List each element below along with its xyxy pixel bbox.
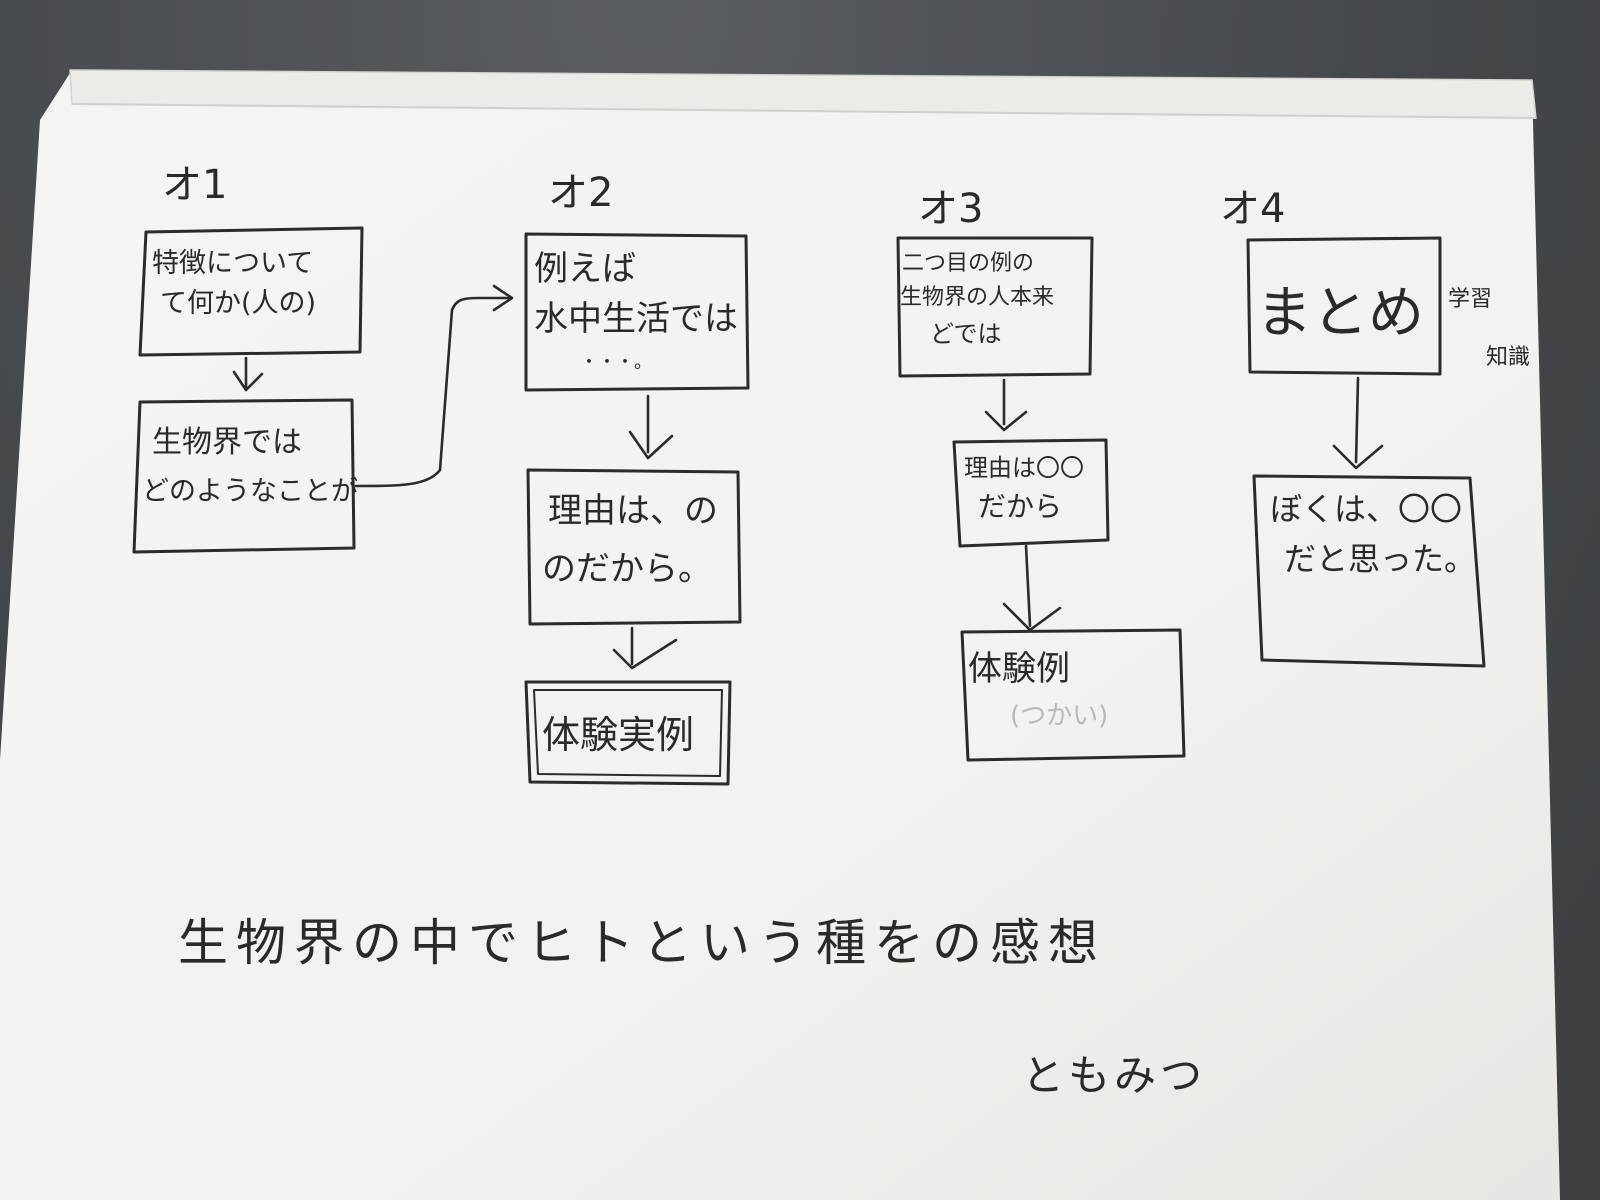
paper-sheet bbox=[0, 70, 1560, 1200]
col4-side-note-line1: 学習 bbox=[1448, 287, 1492, 312]
col3-box1 bbox=[896, 236, 1094, 378]
col2-box3-inner bbox=[533, 689, 723, 777]
col1-box1 bbox=[138, 226, 364, 357]
col2-box1-line3: ・・・。 bbox=[580, 352, 652, 373]
col3-box2 bbox=[952, 438, 1110, 548]
col1-box2-line2: どのようなことが bbox=[142, 476, 358, 507]
col2-box2 bbox=[526, 468, 742, 626]
col3-box3-line1: 体験例 bbox=[968, 649, 1070, 689]
col1-to-col2-arrow bbox=[354, 284, 514, 488]
col2-box2-text: 理由は、の のだから。 bbox=[542, 491, 729, 589]
col2-box2-line2: のだから。 bbox=[542, 549, 712, 589]
col4-box2-text: ぼくは、〇〇 だと思った。 bbox=[1270, 490, 1476, 578]
col2-box1-line1: 例えば bbox=[534, 249, 636, 289]
col2-box1 bbox=[524, 232, 750, 392]
author-name: ともみつ bbox=[1022, 1051, 1206, 1100]
col1-box2 bbox=[132, 398, 356, 554]
col3-box3-text: 体験例 (つかい) bbox=[968, 649, 1108, 731]
col4-box2 bbox=[1252, 474, 1486, 668]
col2-arrow-down-2 bbox=[612, 626, 678, 670]
col3-box3 bbox=[960, 628, 1186, 762]
col2-box3-text: 体験実例 bbox=[542, 713, 694, 757]
col2-arrow-down-1 bbox=[628, 394, 674, 460]
step-number-1: オ1 bbox=[162, 162, 227, 208]
col4-side-note-line2: 知識 bbox=[1486, 345, 1530, 370]
col1-box2-line1: 生物界では bbox=[152, 425, 302, 460]
step-number-2: オ2 bbox=[548, 170, 613, 216]
col1-box2-text: 生物界では どのようなことが bbox=[142, 425, 358, 507]
step-number-4: オ4 bbox=[1220, 186, 1285, 232]
col4-side-note: 学習 知識 bbox=[1448, 287, 1530, 370]
col4-box2-line2: だと思った。 bbox=[1284, 540, 1476, 578]
col3-arrow-down-1 bbox=[984, 378, 1028, 432]
col1-arrow-down bbox=[232, 356, 264, 392]
binding-crease bbox=[71, 103, 1537, 119]
col2-box1-text: 例えば 水中生活では ・・・。 bbox=[534, 249, 749, 373]
col3-box2-line2: だから bbox=[978, 490, 1062, 523]
col4-box1-text: まとめ bbox=[1256, 281, 1424, 346]
col2-box2-line1: 理由は、の bbox=[548, 491, 718, 531]
col3-box1-line2: 生物界の人本来 bbox=[900, 285, 1054, 310]
col3-box2-text: 理由は〇〇 だから bbox=[964, 454, 1092, 523]
col3-box1-line1: 二つ目の例の bbox=[902, 251, 1034, 276]
col3-box1-text: 二つ目の例の 生物界の人本来 どでは bbox=[900, 251, 1061, 348]
step-number-3: オ3 bbox=[918, 186, 983, 232]
col3-box3-line2: (つかい) bbox=[1010, 701, 1108, 731]
col3-box2-line1: 理由は〇〇 bbox=[964, 454, 1084, 482]
col2-box3 bbox=[524, 680, 732, 786]
col4-box1 bbox=[1246, 236, 1442, 376]
bottom-title: 生物界の中でヒトという種をの感想 bbox=[178, 914, 1106, 972]
col1-box1-line2: て何か(人の) bbox=[160, 288, 316, 319]
col2-box1-line2: 水中生活では bbox=[534, 299, 738, 339]
col1-box1-line1: 特徴について bbox=[152, 248, 313, 279]
col4-arrow-down bbox=[1332, 376, 1384, 470]
col1-box1-text: 特徴について て何か(人の) bbox=[152, 248, 322, 319]
col3-box1-line3: どでは bbox=[930, 320, 1002, 348]
col4-box2-line1: ぼくは、〇〇 bbox=[1270, 490, 1462, 528]
